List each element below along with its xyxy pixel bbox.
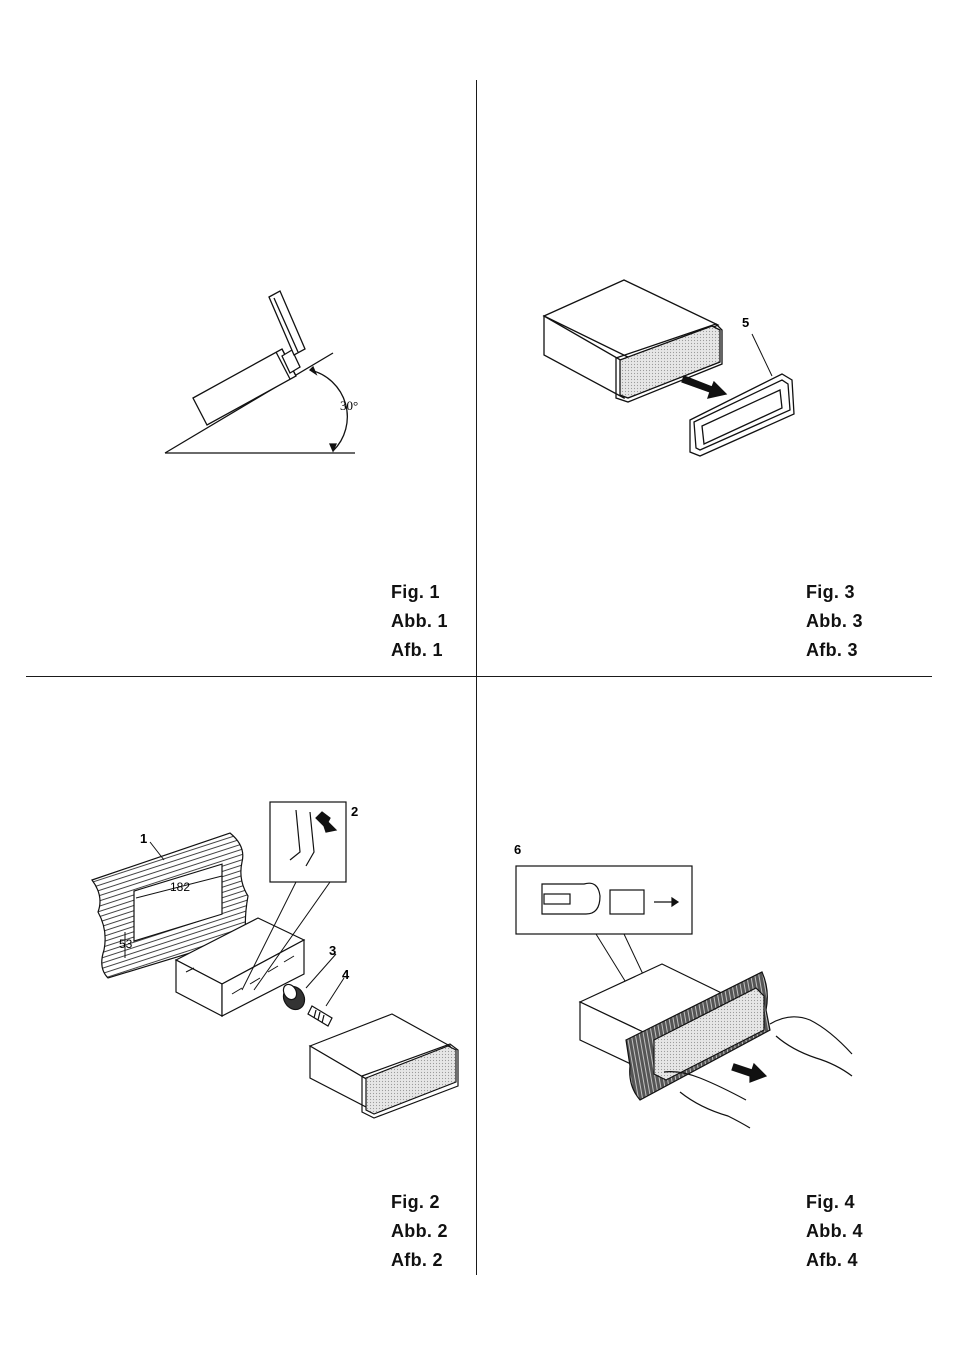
fig1-drawing — [164, 290, 355, 454]
caption-fig2: Fig. 2 Abb. 2 Afb. 2 — [391, 1188, 448, 1275]
caption-fig3: Fig. 3 Abb. 3 Afb. 3 — [806, 578, 863, 665]
caption-abb: Abb. 3 — [806, 611, 863, 631]
dimension-height: 53 — [119, 937, 133, 951]
caption-afb: Afb. 3 — [806, 640, 858, 660]
callout-3: 3 — [329, 943, 336, 958]
callout-4: 4 — [342, 967, 350, 982]
fig2-drawing — [91, 801, 459, 1119]
caption-fig: Fig. 1 — [391, 582, 440, 602]
caption-fig4: Fig. 4 Abb. 4 Afb. 4 — [806, 1188, 863, 1275]
angle-label: 30° — [340, 398, 358, 413]
caption-abb: Abb. 4 — [806, 1221, 863, 1241]
vertical-divider — [476, 80, 478, 1275]
caption-abb: Abb. 2 — [391, 1221, 448, 1241]
caption-afb: Afb. 4 — [806, 1250, 858, 1270]
caption-abb: Abb. 1 — [391, 611, 448, 631]
callout-2: 2 — [351, 804, 358, 819]
caption-afb: Afb. 2 — [391, 1250, 443, 1270]
caption-fig1: Fig. 1 Abb. 1 Afb. 1 — [391, 578, 448, 665]
callout-1: 1 — [140, 831, 147, 846]
caption-afb: Afb. 1 — [391, 640, 443, 660]
caption-fig: Fig. 2 — [391, 1192, 440, 1212]
callout-5: 5 — [742, 315, 749, 330]
fig4-drawing — [515, 865, 853, 1129]
fig2-leaders — [124, 841, 345, 1007]
dimension-width: 182 — [170, 880, 190, 894]
fig3-drawing — [542, 279, 795, 457]
callout-6: 6 — [514, 842, 521, 857]
caption-fig: Fig. 3 — [806, 582, 855, 602]
caption-fig: Fig. 4 — [806, 1192, 855, 1212]
horizontal-divider — [26, 676, 932, 678]
